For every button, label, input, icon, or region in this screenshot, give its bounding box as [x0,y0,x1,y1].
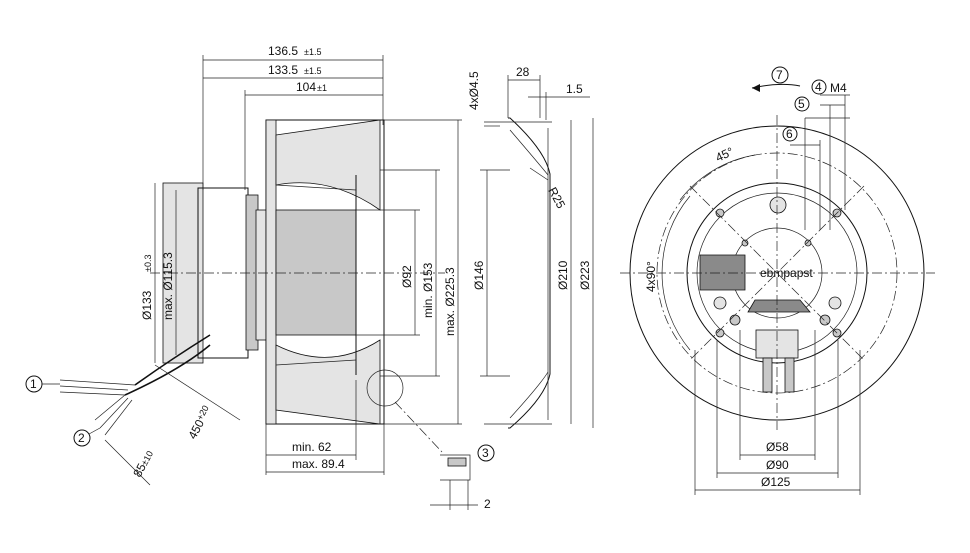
dim-1-5: 1.5 [566,82,583,96]
callout-6 [782,126,798,142]
dim-min62: min. 62 [292,440,332,454]
svg-text:6: 6 [786,127,793,141]
svg-text:4: 4 [815,80,822,94]
callout-2 [73,429,91,447]
dim-104: 104 [296,80,316,94]
dim-58: Ø58 [766,440,789,454]
dim-max225: max. Ø225.3 [443,267,457,336]
svg-text:±1.5: ±1.5 [304,47,321,57]
svg-text:±1.5: ±1.5 [304,66,321,76]
dim-m4: M4 [830,81,847,95]
dim-hole: 4xØ4.5 [467,71,481,110]
callout-4 [811,79,827,95]
side-view [59,119,445,436]
callout-3 [477,444,495,462]
dim-85: 85±10 [130,448,156,480]
dim-min153: min. Ø153 [421,262,435,318]
inlet-ring-view: Ø146 Ø210 Ø223 28 1.5 4xØ4.5 R25 [467,65,594,429]
dim-133-dia: Ø133 [140,290,154,320]
dim-90: Ø90 [766,458,789,472]
dim-136: 136.5 [268,44,298,58]
impeller-backplate [265,119,277,425]
dim-125: Ø125 [761,475,791,489]
blade-top [275,119,381,211]
angle-45: 45° [713,144,736,164]
dim-92: Ø92 [400,265,414,288]
svg-text:7: 7 [776,68,783,82]
dim-450: 450+20 [185,404,214,442]
dim-r25: R25 [545,185,568,211]
side-dimensions: 136.5 ±1.5 133.5 ±1.5 104 ±1 Ø133 ±0.3 m… [104,44,462,486]
dim-223: Ø223 [578,260,592,290]
callouts: 1 2 3 4 5 6 7 [25,66,827,462]
dim-max89: max. 89.4 [292,457,345,471]
angle-4x90: 4x90° [644,261,658,292]
svg-text:5: 5 [798,97,805,111]
dim-28: 28 [516,65,530,79]
detail-3: 2 [366,369,491,511]
svg-text:3: 3 [482,446,489,460]
blade-bottom [275,339,381,425]
svg-text:2: 2 [78,431,85,445]
cable [134,334,211,386]
callout-5 [794,96,810,112]
svg-text:±1: ±1 [317,83,327,93]
dim-2: 2 [484,497,491,511]
dim-210: Ø210 [556,260,570,290]
svg-text:±0.3: ±0.3 [143,255,153,272]
callout-7 [771,66,789,84]
dim-146: Ø146 [472,260,486,290]
dim-133: 133.5 [268,63,298,77]
dim-max115: max. Ø115.3 [161,252,175,320]
front-view: ebmpapst 45° 4x90° Ø58 [620,81,935,495]
motor-rotor [275,209,357,336]
svg-text:1: 1 [30,377,37,391]
label-plate [699,254,746,291]
